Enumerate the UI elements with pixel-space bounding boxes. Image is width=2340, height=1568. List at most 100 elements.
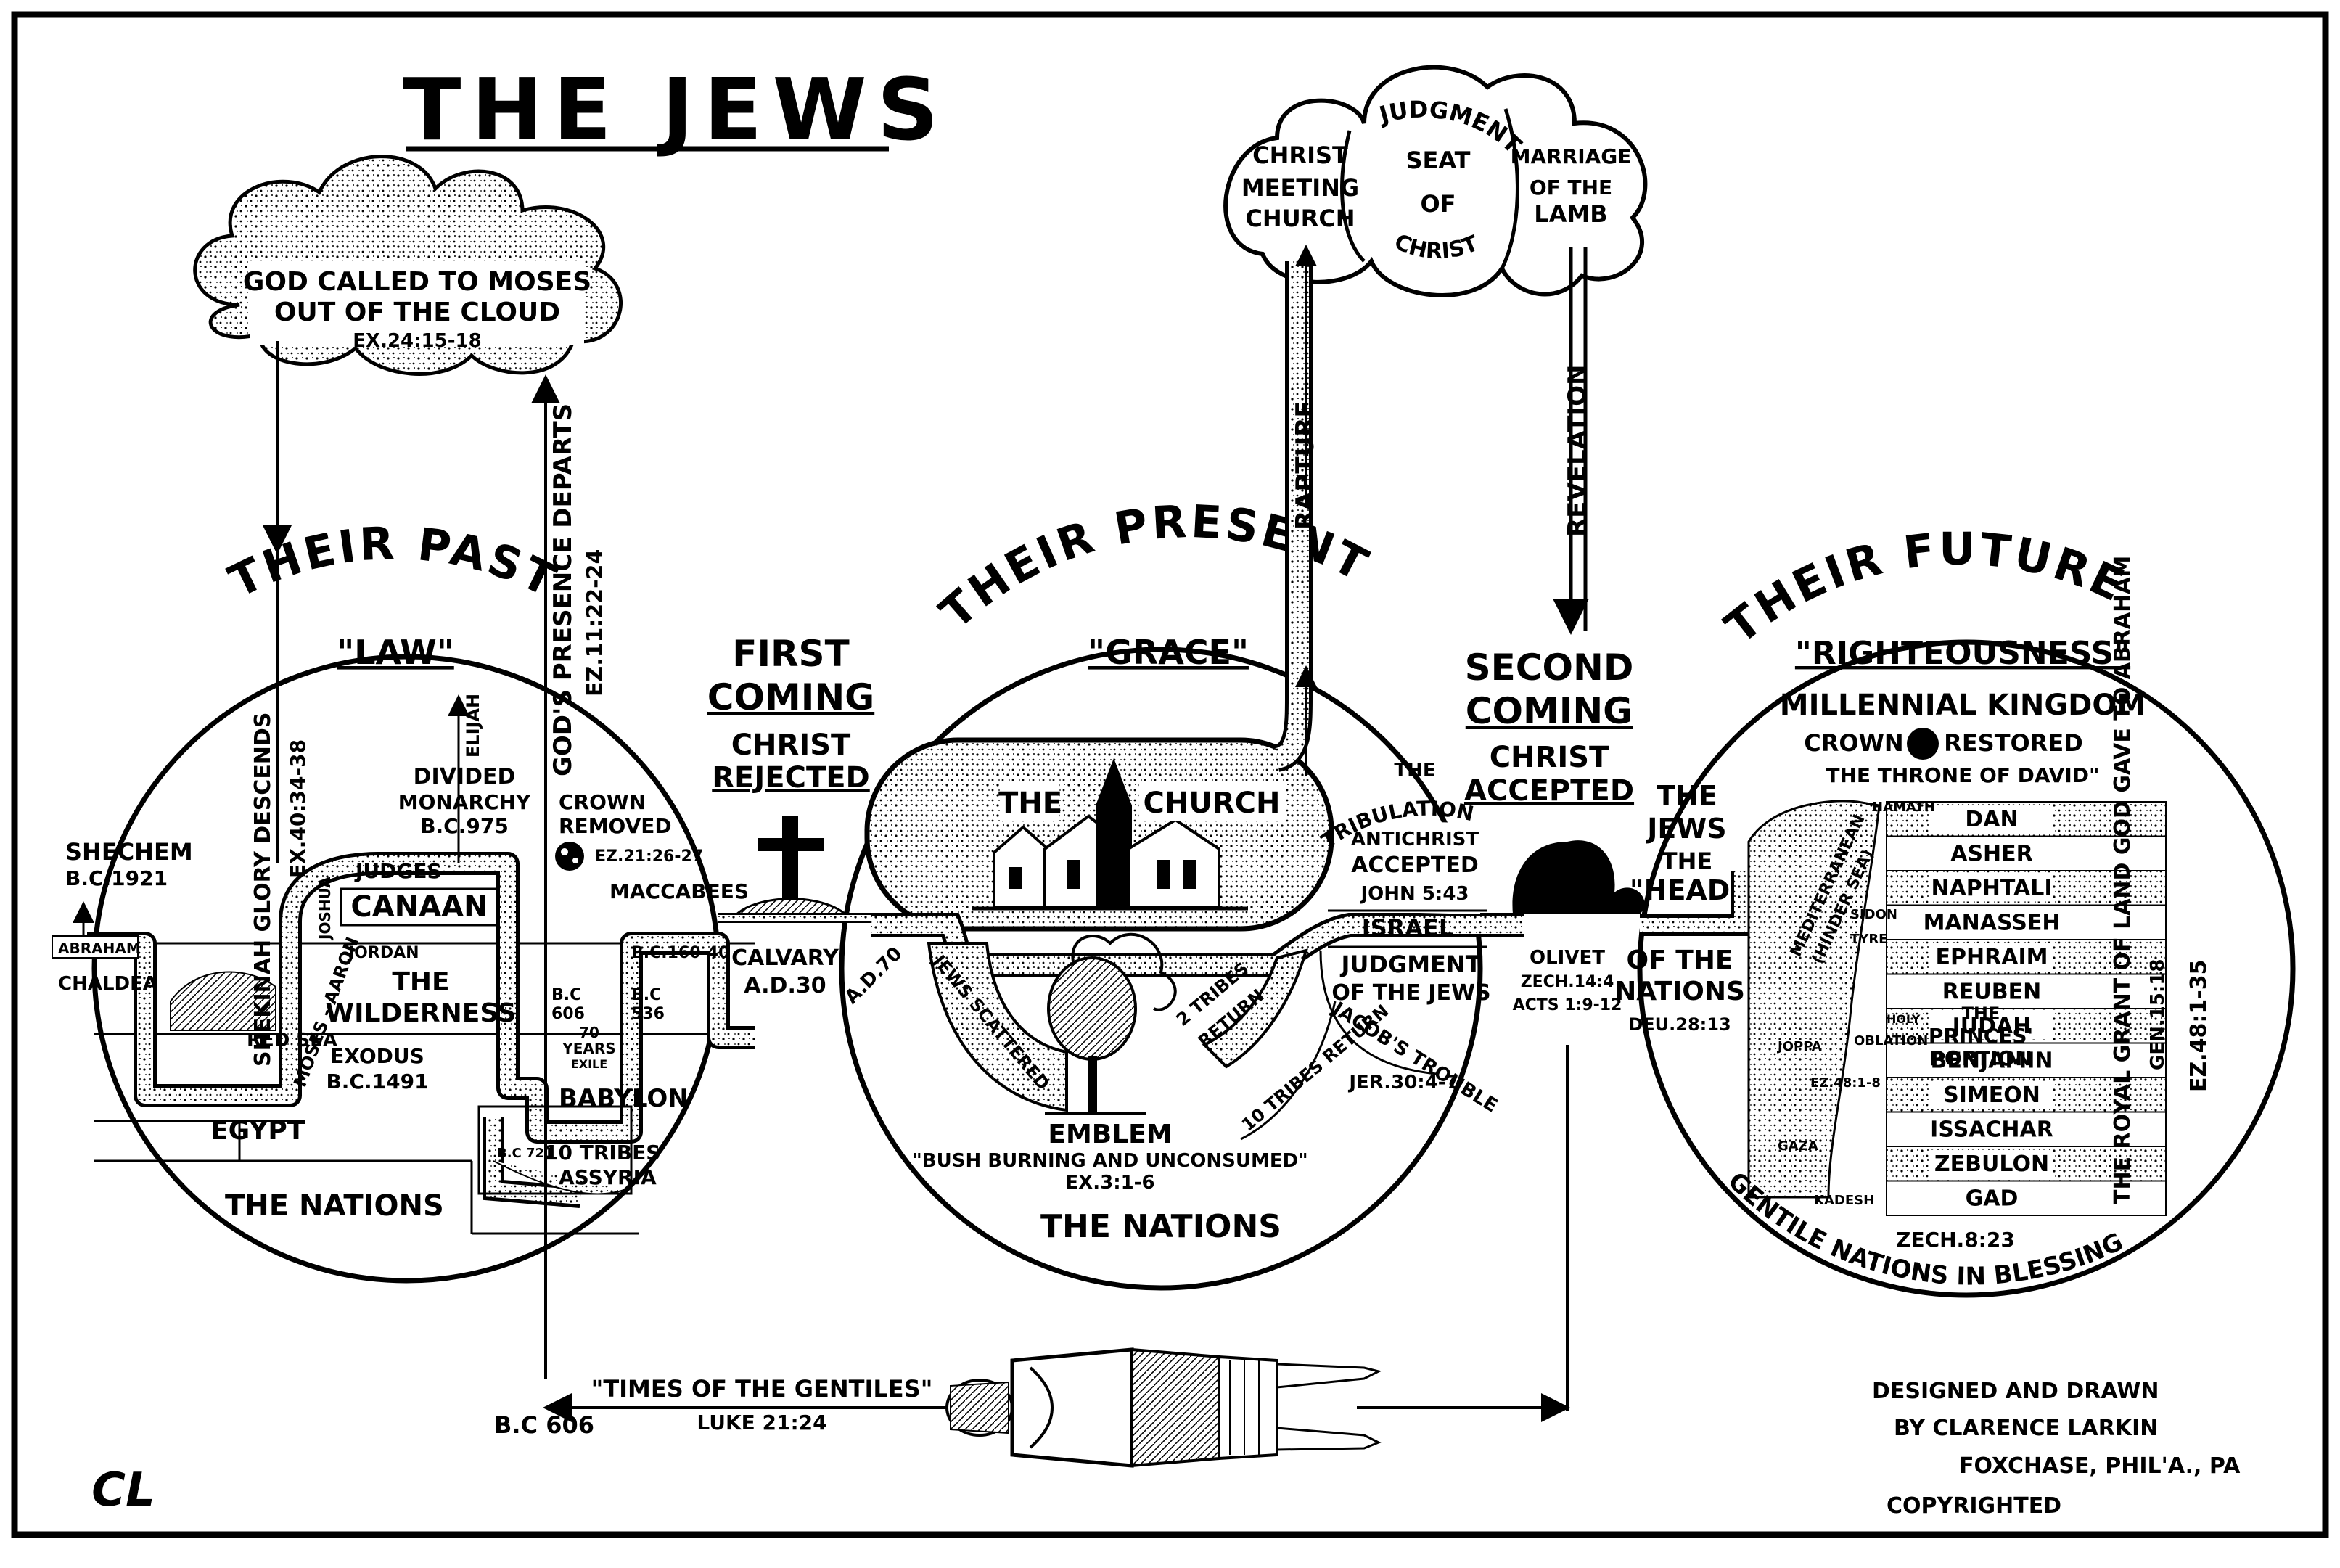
maccabees-label: MACCABEES bbox=[609, 879, 749, 903]
elijah-label: ELIJAH bbox=[463, 694, 483, 758]
tribe-label-bg bbox=[1930, 1012, 2053, 1040]
deu-ref: DEU.28:13 bbox=[1628, 1014, 1731, 1035]
tribe-name: ISSACHAR bbox=[1930, 1117, 2053, 1143]
monogram-logo: CL bbox=[91, 1464, 155, 1517]
abraham-label: ABRAHAM bbox=[58, 940, 141, 957]
bc606-label-b: 606 bbox=[551, 1005, 585, 1023]
olivet-ref1: ZECH.14:4 bbox=[1521, 973, 1614, 991]
ez-label: EZ.48:1-8 bbox=[1810, 1075, 1881, 1091]
cloud-line1: GOD CALLED TO MOSES bbox=[243, 267, 591, 297]
crown-restored-icon bbox=[1907, 728, 1939, 760]
first-coming-2: COMING bbox=[707, 676, 874, 718]
second-coming-3: CHRIST bbox=[1490, 741, 1609, 774]
church-label-2: CHURCH bbox=[1144, 787, 1281, 820]
tribe-label-bg bbox=[1930, 1081, 2053, 1109]
olivet-label: OLIVET bbox=[1530, 947, 1605, 969]
page-title: THE JEWS bbox=[403, 59, 949, 160]
tribe-name: JUDAH bbox=[1951, 1014, 2032, 1039]
bc536-label: B.C bbox=[631, 986, 661, 1004]
tribe-name: DAN bbox=[1965, 807, 2018, 832]
cloud-of: OF bbox=[1420, 190, 1456, 218]
present-nations-label: THE NATIONS bbox=[1040, 1208, 1281, 1245]
bc536-label-b: 536 bbox=[631, 1005, 665, 1023]
head-1: THE bbox=[1657, 780, 1717, 812]
tribe-label-bg bbox=[1930, 1046, 2053, 1074]
wilderness-label-2: WILDERNESS bbox=[325, 998, 516, 1028]
tribe-name: GAD bbox=[1966, 1186, 2019, 1212]
emblem-label: EMBLEM bbox=[1048, 1120, 1172, 1149]
credit-line4: COPYRIGHTED bbox=[1887, 1493, 2061, 1519]
princes-1: THE bbox=[1962, 1003, 2000, 1024]
gen-ref: GEN.15:18 bbox=[2147, 959, 2169, 1071]
outer-border bbox=[11, 11, 2329, 1538]
judgment-jews-1: JUDGMENT bbox=[1339, 951, 1481, 978]
olivet-ref2: ACTS 1:9-12 bbox=[1513, 996, 1622, 1014]
glory-label: SHEKINAH GLORY DESCENDS bbox=[250, 713, 276, 1067]
tribe-label-bg bbox=[1930, 1184, 2053, 1212]
head-4: "HEAD" bbox=[1630, 874, 1744, 906]
exodus-date: B.C.1491 bbox=[326, 1070, 428, 1093]
head-3: THE bbox=[1662, 847, 1712, 875]
ten-tribes-label: 10 TRIBES bbox=[544, 1141, 660, 1165]
present-dispensation: "GRACE" bbox=[1088, 633, 1249, 672]
first-coming-1: FIRST bbox=[732, 633, 849, 675]
cloud-ref: EX.24:15-18 bbox=[353, 330, 481, 352]
tribulation-label-1: THE bbox=[1394, 760, 1435, 781]
first-coming: FIRST COMING CHRIST REJECTED CALVARY A.D… bbox=[707, 633, 874, 998]
years-label-3: EXILE bbox=[571, 1057, 607, 1071]
tribe-label-bg bbox=[1930, 943, 2053, 971]
head-2: JEWS bbox=[1645, 813, 1726, 845]
crown-removed-ref: EZ.21:26-27 bbox=[595, 847, 703, 866]
babylon-label: BABYLON bbox=[559, 1084, 689, 1113]
gaza-label: GAZA bbox=[1778, 1138, 1818, 1154]
cloud-christ-meeting-3: CHURCH bbox=[1245, 205, 1355, 232]
credits: DESIGNED AND DRAWN BY CLARENCE LARKIN FO… bbox=[91, 1379, 2241, 1519]
past-dispensation: "LAW" bbox=[337, 633, 454, 672]
burning-bush-icon bbox=[1045, 932, 1177, 1115]
royal-grant: THE ROYAL GRANT OF LAND GOD GAVE TO ABRA… bbox=[2110, 556, 2135, 1204]
judgment-jews-2: OF THE JEWS bbox=[1331, 980, 1490, 1006]
shechem-label: SHECHEM bbox=[65, 838, 193, 866]
tribe-bands: DANASHERNAPHTALIMANASSEHEPHRAIMREUBENJUD… bbox=[1886, 801, 2167, 1216]
second-coming: REVELATION SECOND COMING CHRIST ACCEPTED… bbox=[1464, 247, 1645, 1014]
tribe-label-bg bbox=[1930, 908, 2053, 936]
ten-tribes-bc: B.C 721 bbox=[497, 1146, 554, 1161]
future-dispensation: "RIGHTEOUSNESS" bbox=[1795, 635, 2130, 672]
joshua-label: JOSHUA bbox=[316, 877, 334, 941]
jordan-label: JORDAN bbox=[347, 944, 419, 962]
antichrist-1: ANTICHRIST bbox=[1351, 829, 1479, 850]
cross-icon bbox=[782, 816, 798, 911]
departs-label: GOD'S PRESENCE DEPARTS bbox=[549, 403, 578, 776]
second-coming-4: ACCEPTED bbox=[1464, 774, 1634, 808]
princes-3: PORTION bbox=[1929, 1046, 2032, 1070]
ez-ref: EZ.48:1-35 bbox=[2186, 960, 2212, 1092]
egypt-label: EGYPT bbox=[210, 1116, 305, 1146]
coastline-map bbox=[1747, 800, 1881, 1199]
church-label-1: THE bbox=[998, 787, 1062, 820]
princes-2: PRINCES' bbox=[1929, 1024, 2033, 1048]
tribe-label-bg bbox=[1930, 874, 2053, 902]
years-label-1: 70 bbox=[579, 1024, 599, 1041]
church-building-icon bbox=[972, 758, 1248, 911]
statue-figure-icon bbox=[945, 1347, 1382, 1468]
tribe-label-bg bbox=[1930, 977, 2053, 1005]
cloud-marriage-3: LAMB bbox=[1534, 200, 1607, 228]
revelation-label: REVELATION bbox=[1563, 365, 1592, 538]
moses-cloud: GOD CALLED TO MOSES OUT OF THE CLOUD EX.… bbox=[193, 155, 623, 376]
credit-line1: DESIGNED AND DRAWN bbox=[1872, 1379, 2159, 1404]
wilderness-label-1: THE bbox=[392, 967, 449, 997]
tribe-label-bg bbox=[1930, 1150, 2053, 1178]
of-nations-1: OF THE bbox=[1626, 945, 1733, 975]
judges-label: JUDGES bbox=[354, 859, 442, 883]
judgment-cloud: CHRIST MEETING CHURCH JUDGMENT SEAT OF C… bbox=[1223, 65, 1648, 297]
crown-removed-icon bbox=[555, 842, 584, 871]
antichrist-2: ACCEPTED bbox=[1351, 853, 1479, 878]
hamath-label: HAMATH bbox=[1872, 800, 1935, 815]
first-coming-3: CHRIST bbox=[731, 728, 851, 762]
tribe-name: BENJAMIN bbox=[1931, 1048, 2053, 1074]
rapture-label: RAPTURE bbox=[1291, 401, 1320, 530]
second-coming-2: COMING bbox=[1466, 690, 1633, 732]
tribe-label-bg bbox=[1930, 840, 2053, 867]
times-label: "TIMES OF THE GENTILES" bbox=[591, 1375, 933, 1403]
